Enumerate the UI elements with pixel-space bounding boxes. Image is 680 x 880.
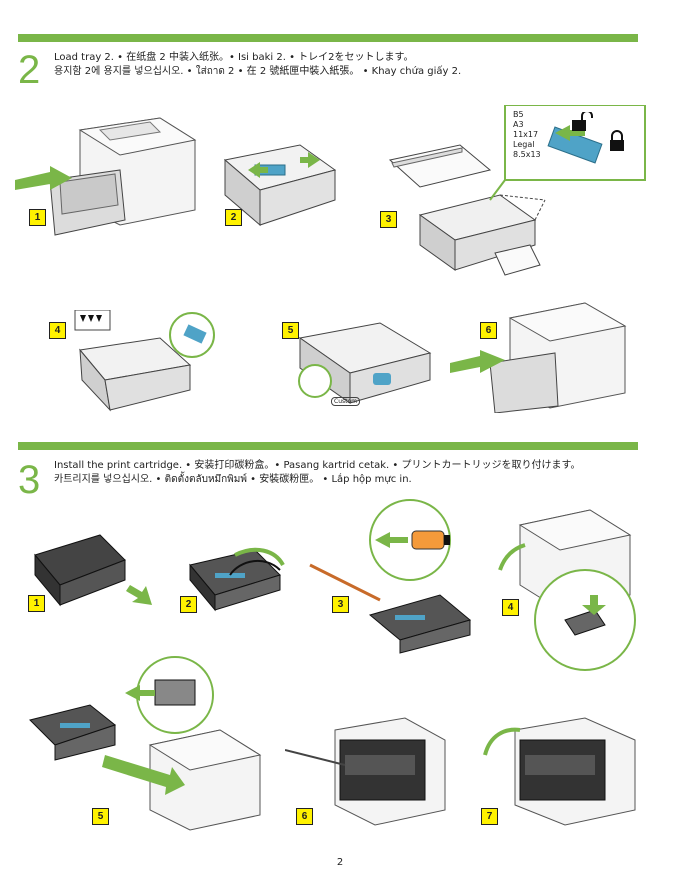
step-badge: 3 xyxy=(380,211,397,228)
rock-cartridge-illustration xyxy=(189,547,285,612)
step-badge: 4 xyxy=(49,322,66,339)
step-badge: 5 xyxy=(282,322,299,339)
section-2-instruction-line-1: Load tray 2. • 在纸盘 2 中装入纸张。• Isi baki 2.… xyxy=(54,52,414,63)
section-2-instruction-line-2: 용지함 2에 용지를 넣으십시오. • ใส่ถาด 2 • 在 2 號紙匣中裝… xyxy=(54,66,462,77)
seat-cartridge-illustration xyxy=(285,717,446,826)
tray-guides-illustration xyxy=(223,144,337,227)
section-3-bar xyxy=(18,442,638,450)
unlock-icon xyxy=(572,112,593,131)
step-badge: 4 xyxy=(502,599,519,616)
step-badge: 1 xyxy=(29,209,46,226)
lock-icons xyxy=(572,112,624,151)
insert-tray-illustration xyxy=(450,302,627,413)
paper-size-label: Legal xyxy=(513,140,535,149)
lock-icon xyxy=(610,130,624,151)
remove-tape-illustration xyxy=(309,499,472,654)
paper-size-label: 11x17 xyxy=(513,130,539,139)
insert-cartridge-illustration xyxy=(29,656,262,831)
custom-size-illustration xyxy=(298,322,432,404)
tray-fill-line-illustration xyxy=(74,310,215,412)
step-badge: 1 xyxy=(28,595,45,612)
step-badge: 7 xyxy=(481,808,498,825)
printer-open-tray-illustration xyxy=(15,117,197,236)
section-3-instruction-line-2: 카트리지를 넣으십시오. • ติดตั้งตลับหมึกพิมพ์ • 安裝… xyxy=(54,474,412,485)
step-badge: 5 xyxy=(92,808,109,825)
paper-size-list: B5 A3 11x17 Legal 8.5x13 xyxy=(513,110,541,160)
page-number: 2 xyxy=(336,857,344,868)
custom-size-label: Custom xyxy=(331,397,360,406)
section-3-number: 3 xyxy=(18,458,41,502)
open-front-door-illustration xyxy=(498,509,636,671)
section-2-bar xyxy=(18,34,638,42)
section-2-number: 2 xyxy=(18,48,41,92)
step-badge: 6 xyxy=(296,808,313,825)
paper-size-label: 8.5x13 xyxy=(513,150,541,159)
step-badge: 3 xyxy=(332,596,349,613)
paper-size-label: A3 xyxy=(513,120,524,129)
step-badge: 2 xyxy=(180,596,197,613)
step-badge: 2 xyxy=(225,209,242,226)
step-badge: 6 xyxy=(480,322,497,339)
cartridge-in-bag-illustration xyxy=(34,534,152,607)
close-door-illustration xyxy=(483,717,636,826)
section-3-instruction-line-1: Install the print cartridge. • 安装打印碳粉盒。•… xyxy=(54,460,581,471)
paper-size-label: B5 xyxy=(513,110,524,119)
